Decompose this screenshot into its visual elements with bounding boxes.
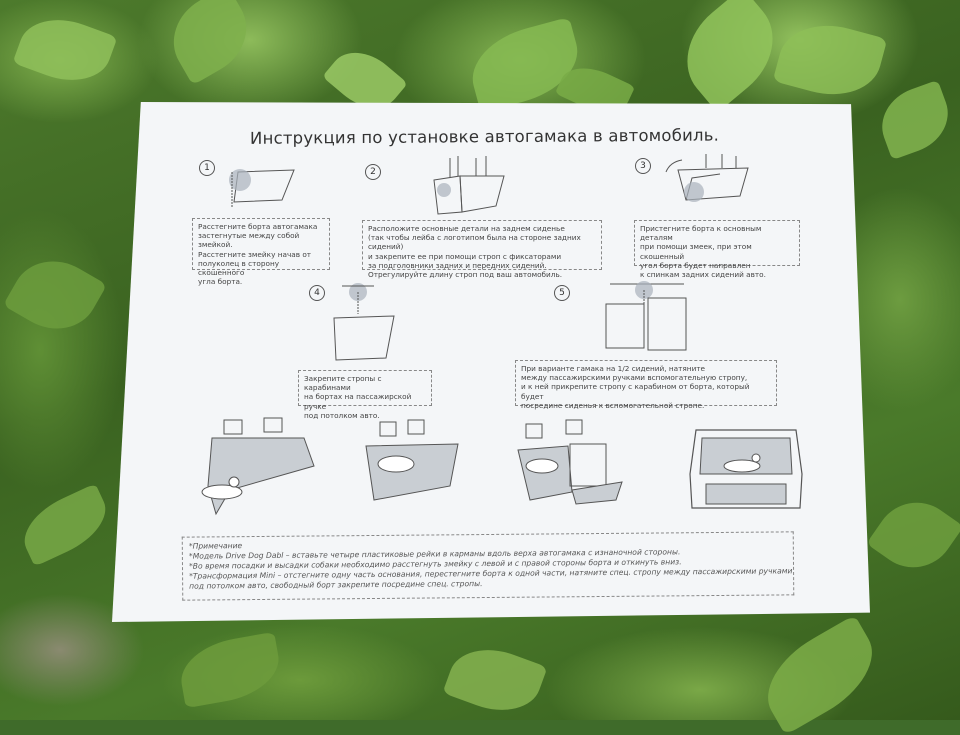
car-seat-icon [605,281,687,351]
step-4-caption: Закрепите стропы с карабинами на бортах … [298,370,432,420]
sheet-title: Инструкция по установке автогамака в авт… [249,125,720,148]
seat-cover-icon [229,169,295,208]
seat-cover-icon [665,154,749,202]
instruction-content: Инструкция по установке автогамака в авт… [112,102,870,622]
step-1-number: 1 [199,160,215,176]
step-3-number: 3 [635,158,651,174]
step-5-caption: При варианте гамака на 1/2 сидений, натя… [515,360,777,410]
carabiner-icon [333,283,395,361]
step-3-caption: Пристегните борта к основным деталям при… [634,220,800,279]
step-4-number: 4 [309,285,325,301]
step-2-caption: Расположите основные детали на заднем си… [362,220,602,279]
step-5-number: 5 [554,285,570,301]
step-1-caption: Расстегните борта автогамака застегнутые… [192,218,330,286]
dog-icon [365,419,459,501]
step-2-number: 2 [365,164,381,180]
seat-cover-icon [433,156,505,215]
note-box: *Примечание *Модель Drive Dog Dabl – вст… [181,531,795,601]
car-trunk-icon [689,429,803,509]
dog-icon [201,417,315,516]
dog-icon [517,419,623,505]
